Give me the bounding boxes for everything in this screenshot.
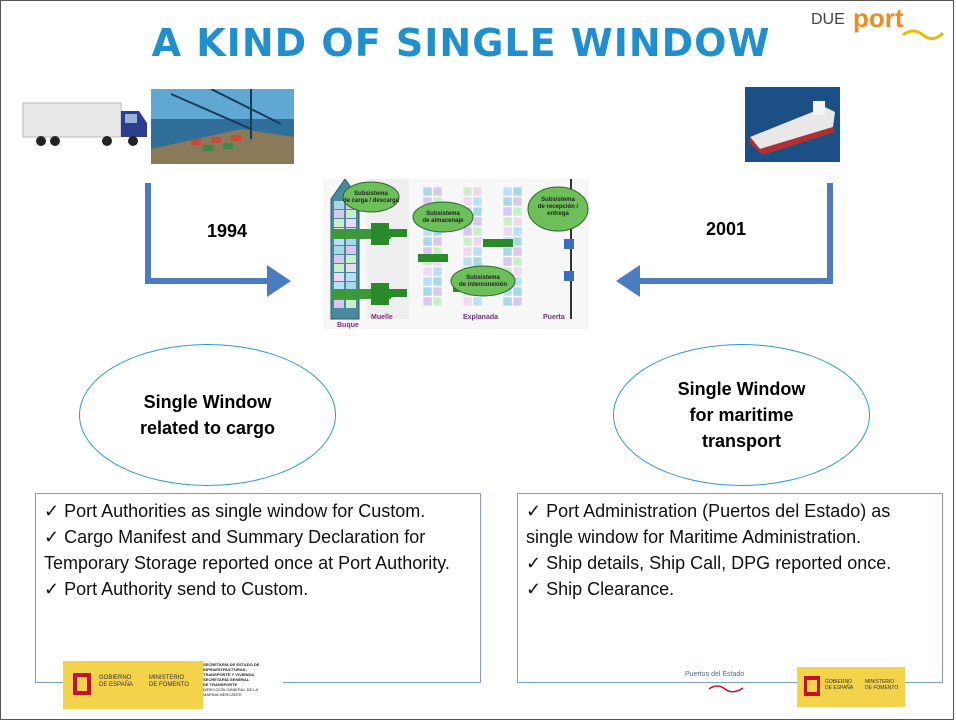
right-ministry-line-1: MINISTERIO: [865, 679, 895, 685]
puertos-text: Puertos del Estado: [685, 671, 745, 678]
secretaria-line-1: SECRETARÍA DE ESTADO DE INFRAESTRUCTURAS…: [203, 662, 260, 672]
subsystem-carga-bubble: [342, 181, 400, 213]
ship-image: [745, 87, 840, 162]
svg-text:Explanada: Explanada: [463, 314, 498, 321]
truck-image: [22, 102, 147, 146]
ellipse-maritime-text: Single Window for maritime transport: [677, 379, 806, 451]
right-ministry-line-2: DE FOMENTO: [865, 685, 899, 691]
cargo-bullets-box: ✓ Port Authorities as single window for …: [35, 493, 481, 683]
container-terminal-image: [151, 89, 294, 164]
svg-text:Subsistema: Subsistema: [426, 211, 460, 217]
subsystem-recepcion-bubble: [527, 186, 589, 232]
cargo-bullet-3: ✓ Port Authority send to Custom.: [44, 579, 309, 599]
svg-text:de recepción /: de recepción /: [538, 204, 579, 210]
ellipse-cargo-text: Single Window related to cargo: [139, 392, 276, 438]
svg-text:entrega: entrega: [547, 211, 569, 217]
right-arrow-icon: [616, 183, 833, 297]
subsystem-interconexion-bubble: [450, 265, 516, 297]
footer-right-gov-logo: GOBIERNO DE ESPAÑA MINISTERIO DE FOMENTO: [797, 667, 905, 707]
right-gov-line-2: DE ESPAÑA: [825, 685, 854, 691]
maritime-bullet-3: ✓ Ship Clearance.: [526, 579, 675, 599]
year-left: 1994: [207, 221, 248, 241]
svg-text:de almacenaje: de almacenaje: [422, 218, 464, 224]
svg-text:Muelle: Muelle: [371, 314, 393, 321]
svg-text:Subsistema: Subsistema: [541, 197, 575, 203]
svg-text:Subsistema: Subsistema: [466, 275, 500, 281]
svg-text:de interconexión: de interconexión: [459, 282, 507, 288]
secretaria-line-5: DIRECCIÓN GENERAL DE LA: [203, 687, 259, 692]
year-right: 2001: [706, 219, 747, 239]
spain-coat-of-arms-icon: [804, 676, 820, 696]
spain-coat-of-arms-icon: [73, 673, 91, 695]
secretaria-line-2: TRANSPORTE Y VIVIENDA: [203, 672, 255, 677]
logo-prefix: DUE: [811, 11, 845, 28]
logo-word: port: [853, 3, 904, 33]
ellipse-maritime: Single Window for maritime transport: [613, 344, 870, 486]
cargo-bullet-2: ✓ Cargo Manifest and Summary Declaration…: [44, 527, 450, 573]
left-gov-line-2: DE ESPAÑA: [99, 682, 133, 688]
maritime-bullets-box: ✓ Port Administration (Puertos del Estad…: [517, 493, 943, 683]
puertos-del-estado-logo: Puertos del Estado: [685, 671, 773, 697]
left-gov-line-1: GOBIERNO: [99, 675, 132, 681]
left-ministry-line-1: MINISTERIO: [149, 675, 185, 681]
maritime-bullet-2: ✓ Ship details, Ship Call, DPG reported …: [526, 553, 892, 573]
left-arrow-icon: [145, 183, 291, 297]
subsystem-almacenaje-bubble: [412, 201, 474, 233]
secretaria-line-3: SECRETARÍA GENERAL: [203, 677, 250, 682]
puertos-wave-icon: [708, 685, 744, 693]
cargo-bullet-1: ✓ Port Authorities as single window for …: [44, 501, 426, 521]
maritime-bullet-1: ✓ Port Administration (Puertos del Estad…: [526, 501, 891, 547]
dueport-logo: DUE port: [809, 3, 949, 45]
footer-secretaria-text: SECRETARÍA DE ESTADO DE INFRAESTRUCTURAS…: [203, 661, 283, 714]
svg-text:Subsistema: Subsistema: [354, 191, 388, 197]
ellipse-cargo: Single Window related to cargo: [79, 344, 336, 486]
svg-text:de carga / descarga: de carga / descarga: [343, 198, 400, 204]
svg-text:Buque: Buque: [337, 322, 359, 329]
slide-title: A KIND OF SINGLE WINDOW: [151, 21, 771, 65]
right-gov-line-1: GOBIERNO: [825, 679, 852, 685]
left-ministry-line-2: DE FOMENTO: [149, 682, 189, 688]
svg-text:Puerta: Puerta: [543, 314, 565, 321]
secretaria-line-4: DE TRANSPORTE: [203, 682, 238, 687]
secretaria-line-6: MARINA MERCANTE: [203, 692, 242, 697]
logo-wave-icon: [902, 29, 945, 40]
